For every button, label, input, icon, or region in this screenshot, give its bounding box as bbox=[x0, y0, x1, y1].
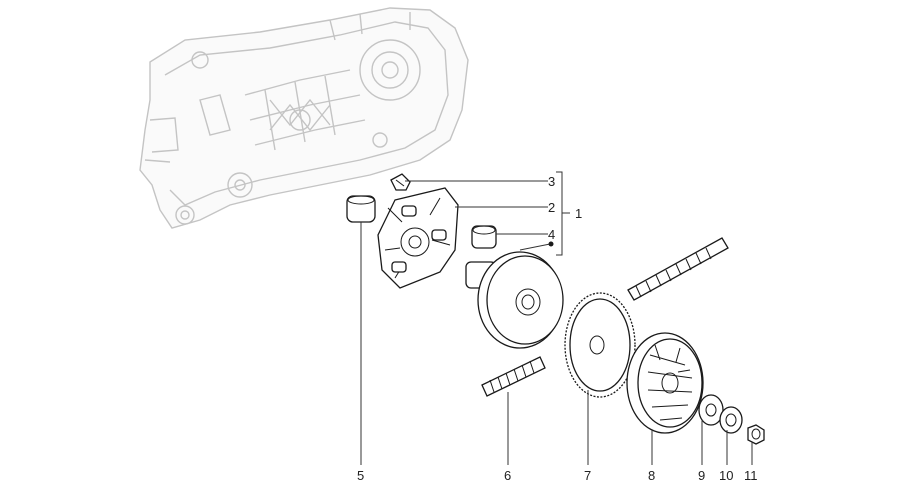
part-2-ramp-plate bbox=[377, 187, 459, 289]
callout-1: 1 bbox=[575, 206, 582, 221]
callout-2: 2 bbox=[548, 200, 555, 215]
part-9-spacer bbox=[698, 394, 724, 426]
movable-drive-pulley bbox=[465, 251, 564, 349]
callout-5: 5 bbox=[357, 468, 364, 483]
callout-3: 3 bbox=[548, 174, 555, 189]
part-11-nut bbox=[747, 424, 765, 445]
callout-9: 9 bbox=[698, 468, 705, 483]
callout-11: 11 bbox=[744, 468, 758, 483]
engine-crankcase-outline bbox=[139, 7, 469, 229]
part-8-fan-pulley bbox=[626, 332, 704, 434]
leader-lines bbox=[360, 171, 753, 465]
callout-7: 7 bbox=[584, 468, 591, 483]
part-10-washer bbox=[719, 406, 743, 434]
part-6-belt bbox=[481, 237, 729, 397]
callout-6: 6 bbox=[504, 468, 511, 483]
part-7-gear-ring bbox=[564, 292, 636, 398]
callout-8: 8 bbox=[648, 468, 655, 483]
callout-4: 4 bbox=[548, 227, 555, 242]
part-4-bushing bbox=[471, 225, 497, 249]
part-5-roller bbox=[346, 195, 376, 223]
part-3-slider bbox=[390, 173, 411, 191]
callout-10: 10 bbox=[719, 468, 733, 483]
